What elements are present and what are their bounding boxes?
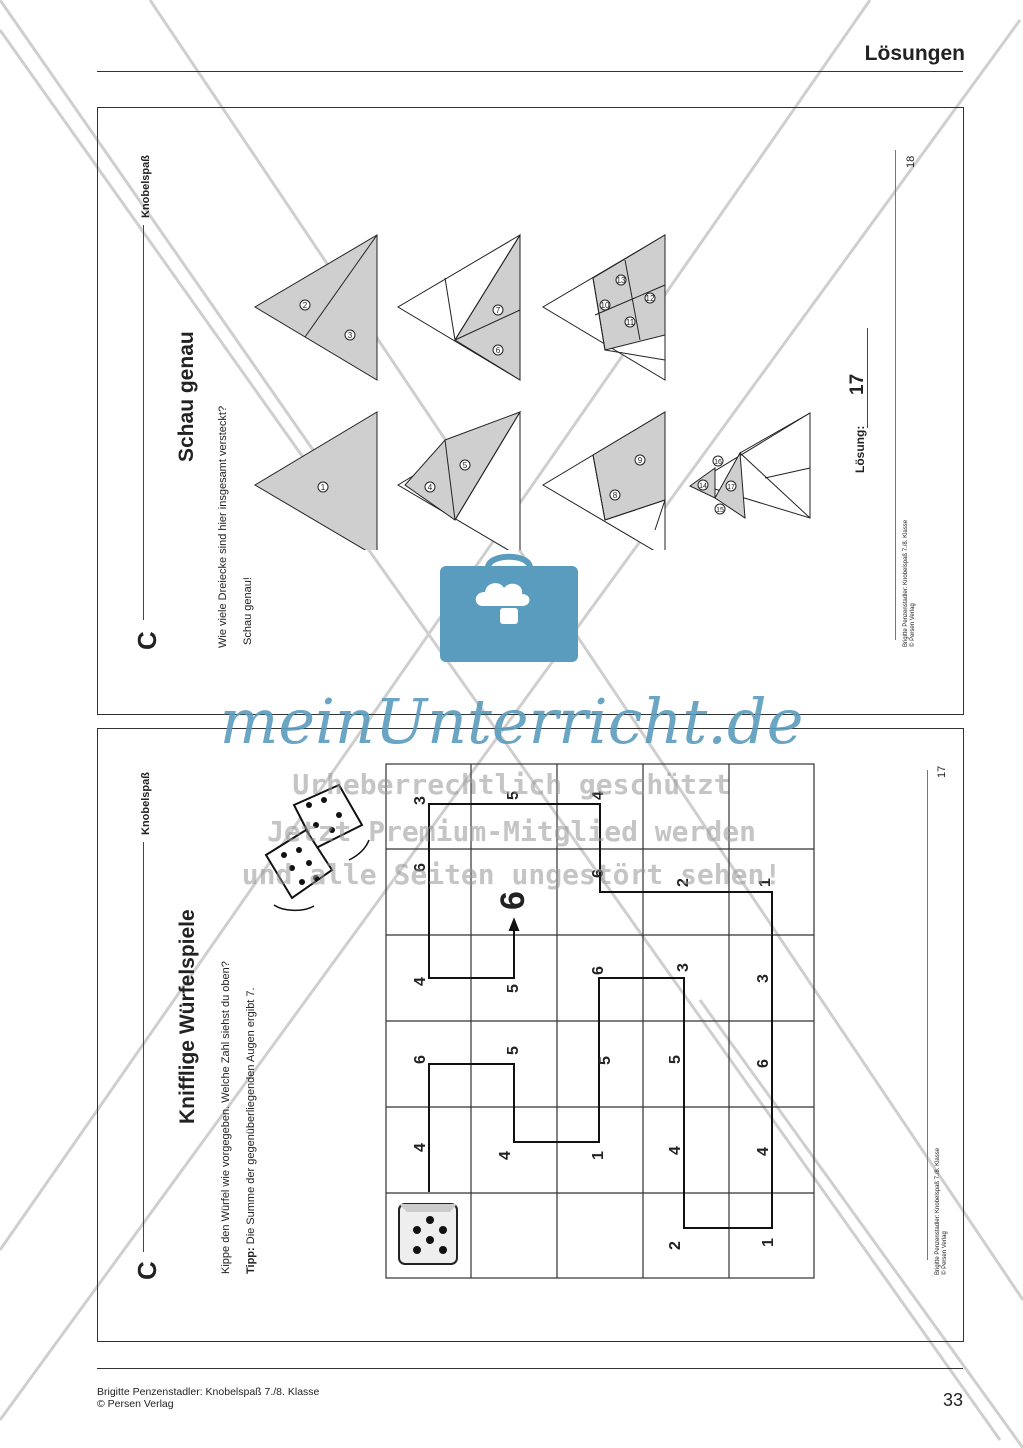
footer-credit: Brigitte Penzenstadler: Knobelspaß 7./8.… [97,1386,319,1410]
path-number: 6 [755,1059,772,1068]
path-number: 2 [667,1241,684,1250]
path-number: 3 [675,963,692,972]
worksheet-bottom-label: C [132,1261,162,1280]
path-number: 1 [590,1151,607,1160]
worksheet-top-credit-1: Brigitte Penzenstadler: Knobelspaß 7./8.… [903,519,909,647]
briefcase-logo-icon [440,553,578,662]
triangle-number: 9 [638,456,643,465]
path-number: 5 [505,984,522,993]
dice-result-number: 6 [494,891,532,910]
worksheet-bottom-instruction: Kippe den Würfel wie vorgegeben. Welche … [220,961,232,1274]
worksheet-top-title: Schau genau [175,331,198,462]
triangle-number: 15 [716,507,724,514]
worksheet-bottom-headline-rule [143,842,144,1252]
path-number: 6 [412,1055,429,1064]
triangle-number: 14 [699,483,707,490]
worksheet-top-question: Wie viele Dreiecke sind hier insgesamt v… [217,405,229,648]
triangle-number: 10 [601,301,610,310]
answer-value: 17 [847,373,868,395]
page-header-title: Lösungen [864,42,965,65]
path-number: 5 [597,1056,614,1065]
path-number: 5 [667,1055,684,1064]
triangle-number: 11 [626,318,635,327]
triangle-number: 1 [321,483,326,492]
worksheet-top-label: C [132,631,162,650]
triangle-number: 6 [496,346,501,355]
worksheet-dice [97,728,964,1342]
path-number: 4 [412,977,429,986]
path-number: 5 [505,1046,522,1055]
triangle-shape [254,411,378,550]
answer-underline [867,328,868,428]
triangle-number: 8 [613,491,618,500]
path-number: 4 [667,1146,684,1155]
triangle-figure-small: 14 15 16 17 [689,412,811,519]
triangle-number: 7 [496,306,501,315]
triangle-number: 5 [463,461,468,470]
path-number: 4 [412,1143,429,1152]
worksheet-bottom-title: Knifflige Würfelspiele [176,909,199,1124]
watermark-brand: meinUnterricht.de [219,685,804,758]
path-number: 4 [755,1147,772,1156]
tip-label: Tipp: [245,1247,257,1274]
page-number: 33 [942,1390,963,1410]
watermark-line-1: Urheberrechtlich geschützt [292,768,731,801]
two-dice-illustration [264,783,370,912]
answer-label: Lösung: [853,425,867,473]
triangle-number: 16 [714,459,722,466]
footer-line-2: © Persen Verlag [97,1398,174,1410]
worksheet-top-category: Knobelspaß [140,155,152,218]
worksheet-bottom-credit-1: Brigitte Penzenstadler: Knobelspaß 7./8.… [935,1147,941,1275]
path-number: 4 [497,1151,514,1160]
worksheet-top-headline-rule [143,225,144,620]
triangle-number: 12 [646,294,655,303]
triangle-number: 3 [348,331,353,340]
worksheet-top-credit-2: © Persen Verlag [910,603,916,647]
worksheet-bottom-page-rule [927,770,928,1260]
path-number: 3 [755,974,772,983]
watermark-line-3: und alle Seiten ungestört sehen! [241,858,782,891]
worksheet-bottom-credit-2: © Persen Verlag [942,1231,948,1275]
triangle-number: 2 [303,301,308,310]
tip-text: Die Summe der gegenüberliegenden Augen e… [245,987,257,1245]
triangle-number: 4 [428,483,433,492]
worksheet-bottom-tip: Tipp: Die Summe der gegenüberliegenden A… [245,987,257,1274]
footer-divider [97,1368,963,1369]
triangle-number: 13 [617,276,626,285]
worksheet-top-hint: Schau genau! [242,577,254,645]
triangle-number: 17 [727,484,735,491]
watermark-line-2: Jetzt Premium-Mitglied werden [267,815,756,848]
header-divider [97,71,963,72]
worksheet-top-page-number: 18 [905,155,917,168]
worksheet-top-page-rule [895,150,896,640]
path-number: 6 [590,966,607,975]
triangle-shape [592,234,666,351]
triangle-shape [254,234,378,381]
triangle-figures: 2 3 1 4 5 6 7 8 9 10 11 12 13 [254,233,666,550]
dice-path-grid [385,763,815,1279]
start-die-icon [398,1203,458,1265]
worksheet-triangles [97,107,964,715]
footer-line-1: Brigitte Penzenstadler: Knobelspaß 7./8.… [97,1386,320,1398]
path-number: 1 [760,1238,777,1247]
